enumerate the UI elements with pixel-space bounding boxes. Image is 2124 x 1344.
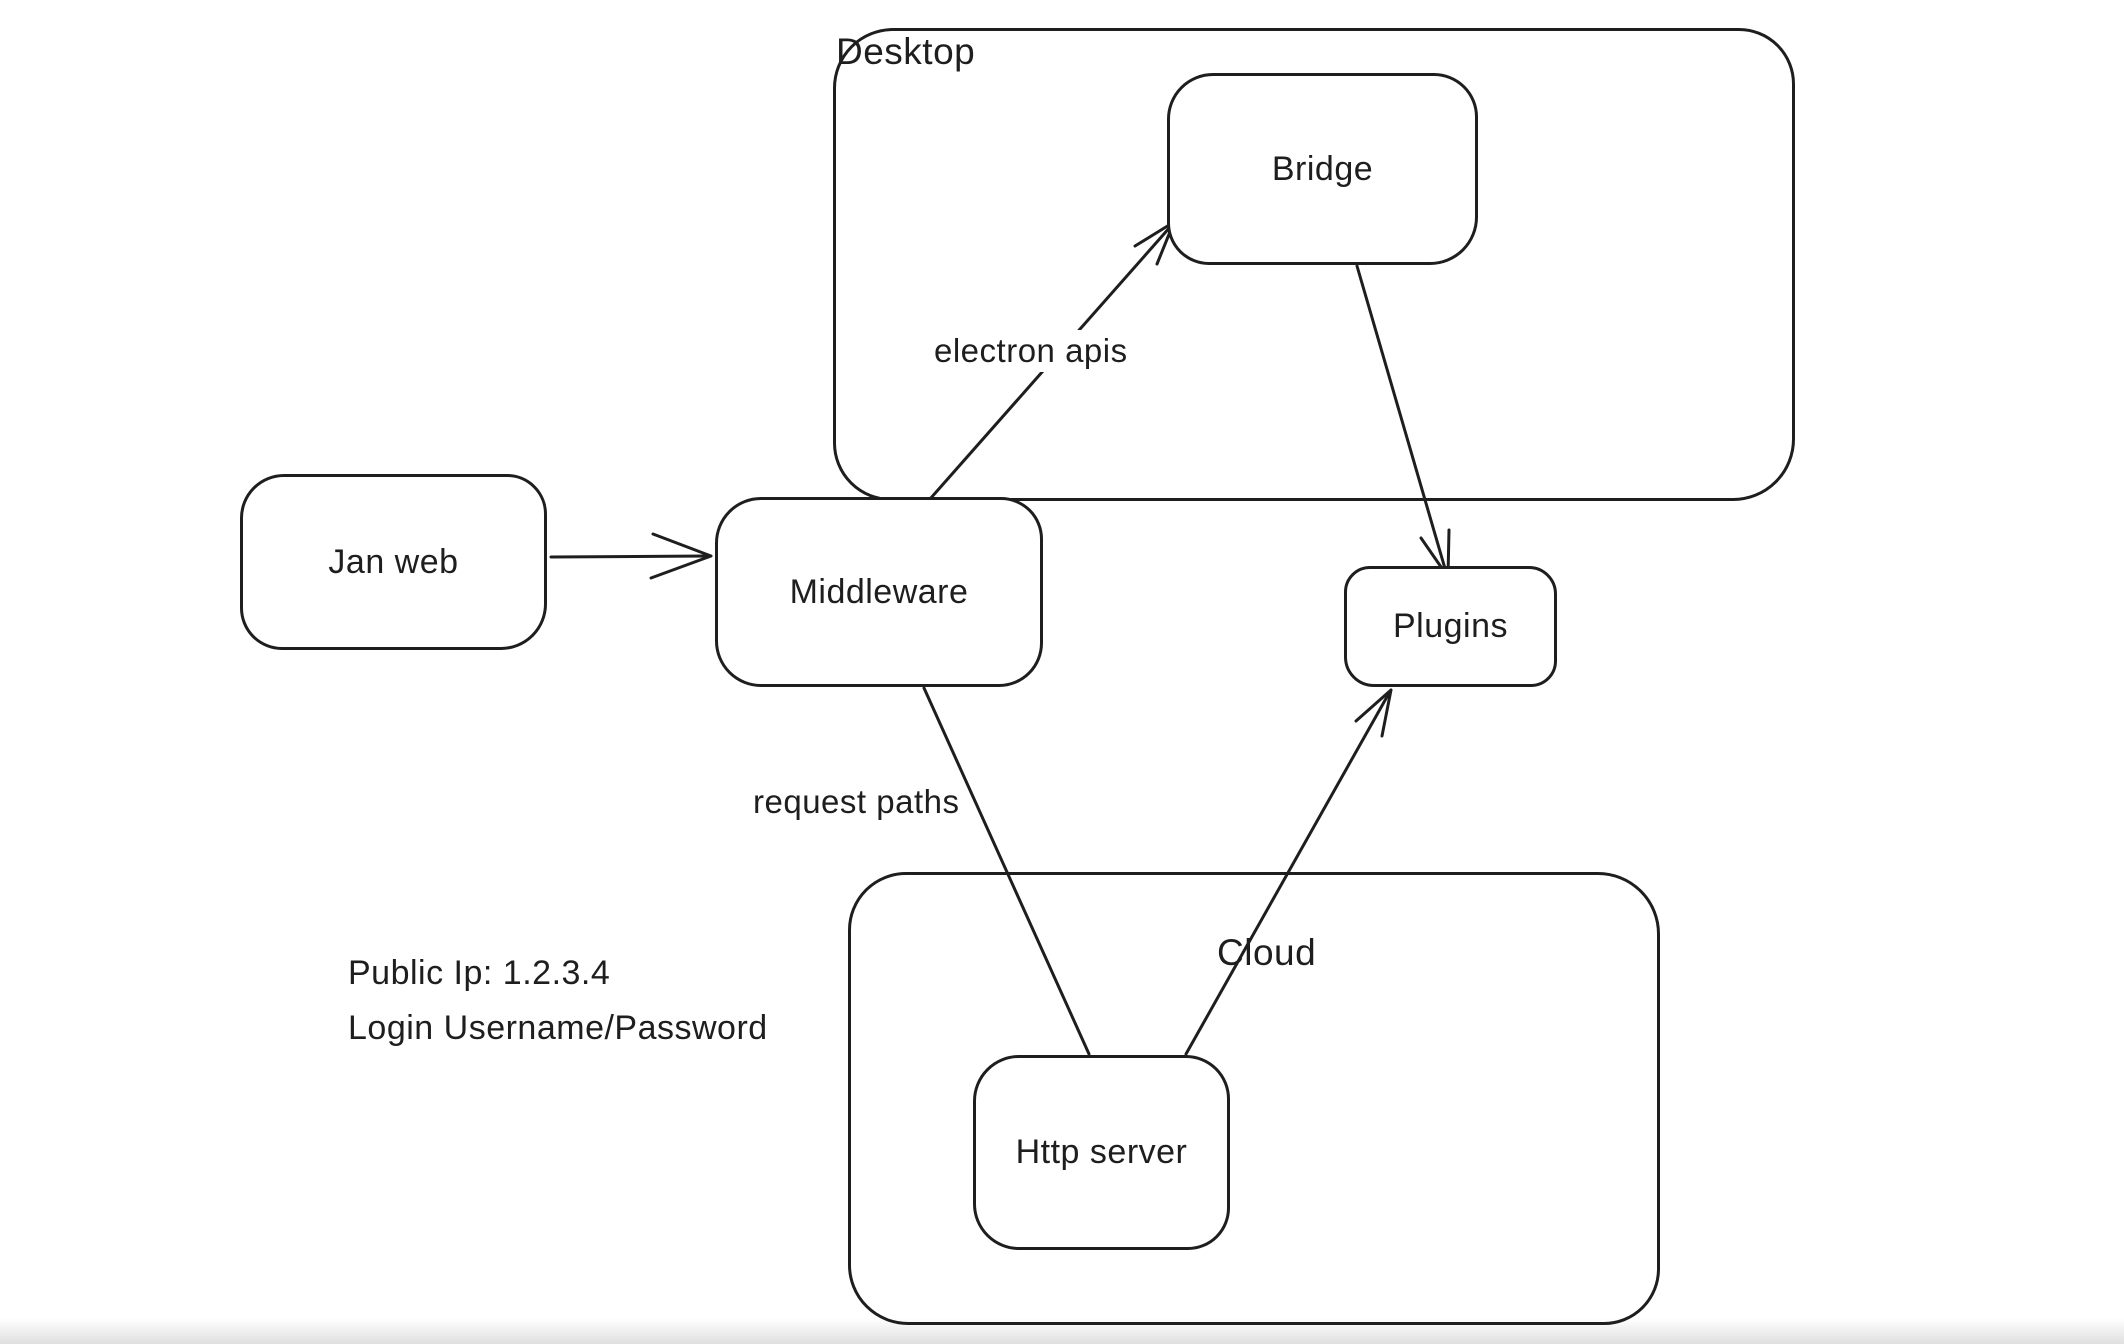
arrowhead-icon [1354, 688, 1393, 738]
annotation-public-ip: Public Ip: 1.2.3.4 [348, 954, 611, 992]
node-jan-web-label: Jan web [328, 542, 459, 581]
desktop-container[interactable]: Desktop [833, 28, 1795, 501]
edge-label-electron-apis[interactable]: electron apis [928, 330, 1134, 372]
edge-label-request-paths[interactable]: request paths [753, 783, 960, 820]
node-http-server[interactable]: Http server [973, 1055, 1230, 1250]
edge-line [1355, 264, 1448, 574]
node-plugins-label: Plugins [1392, 607, 1508, 645]
node-bridge-label: Bridge [1271, 149, 1374, 188]
edge-line [922, 686, 1091, 1056]
node-middleware-label: Middleware [789, 572, 969, 611]
node-middleware[interactable]: Middleware [715, 497, 1043, 687]
cloud-container-label: Cloud [1217, 932, 1317, 973]
annotation-login: Login Username/Password [348, 1009, 768, 1047]
node-jan-web[interactable]: Jan web [240, 474, 547, 650]
edge-line [549, 554, 710, 559]
edge-middleware-to-http-server[interactable] [922, 686, 1091, 1056]
node-plugins[interactable]: Plugins [1344, 566, 1557, 687]
cloud-container[interactable]: Cloud [848, 872, 1660, 1325]
annotation-credentials[interactable]: Public Ip: 1.2.3.4 Login Username/Passwo… [348, 946, 768, 1056]
arrowhead-icon [649, 532, 713, 580]
desktop-container-label: Desktop [836, 31, 976, 72]
node-http-server-label: Http server [1015, 1133, 1188, 1171]
edge-jan-web-to-middleware[interactable] [549, 532, 713, 580]
node-bridge[interactable]: Bridge [1167, 73, 1478, 265]
